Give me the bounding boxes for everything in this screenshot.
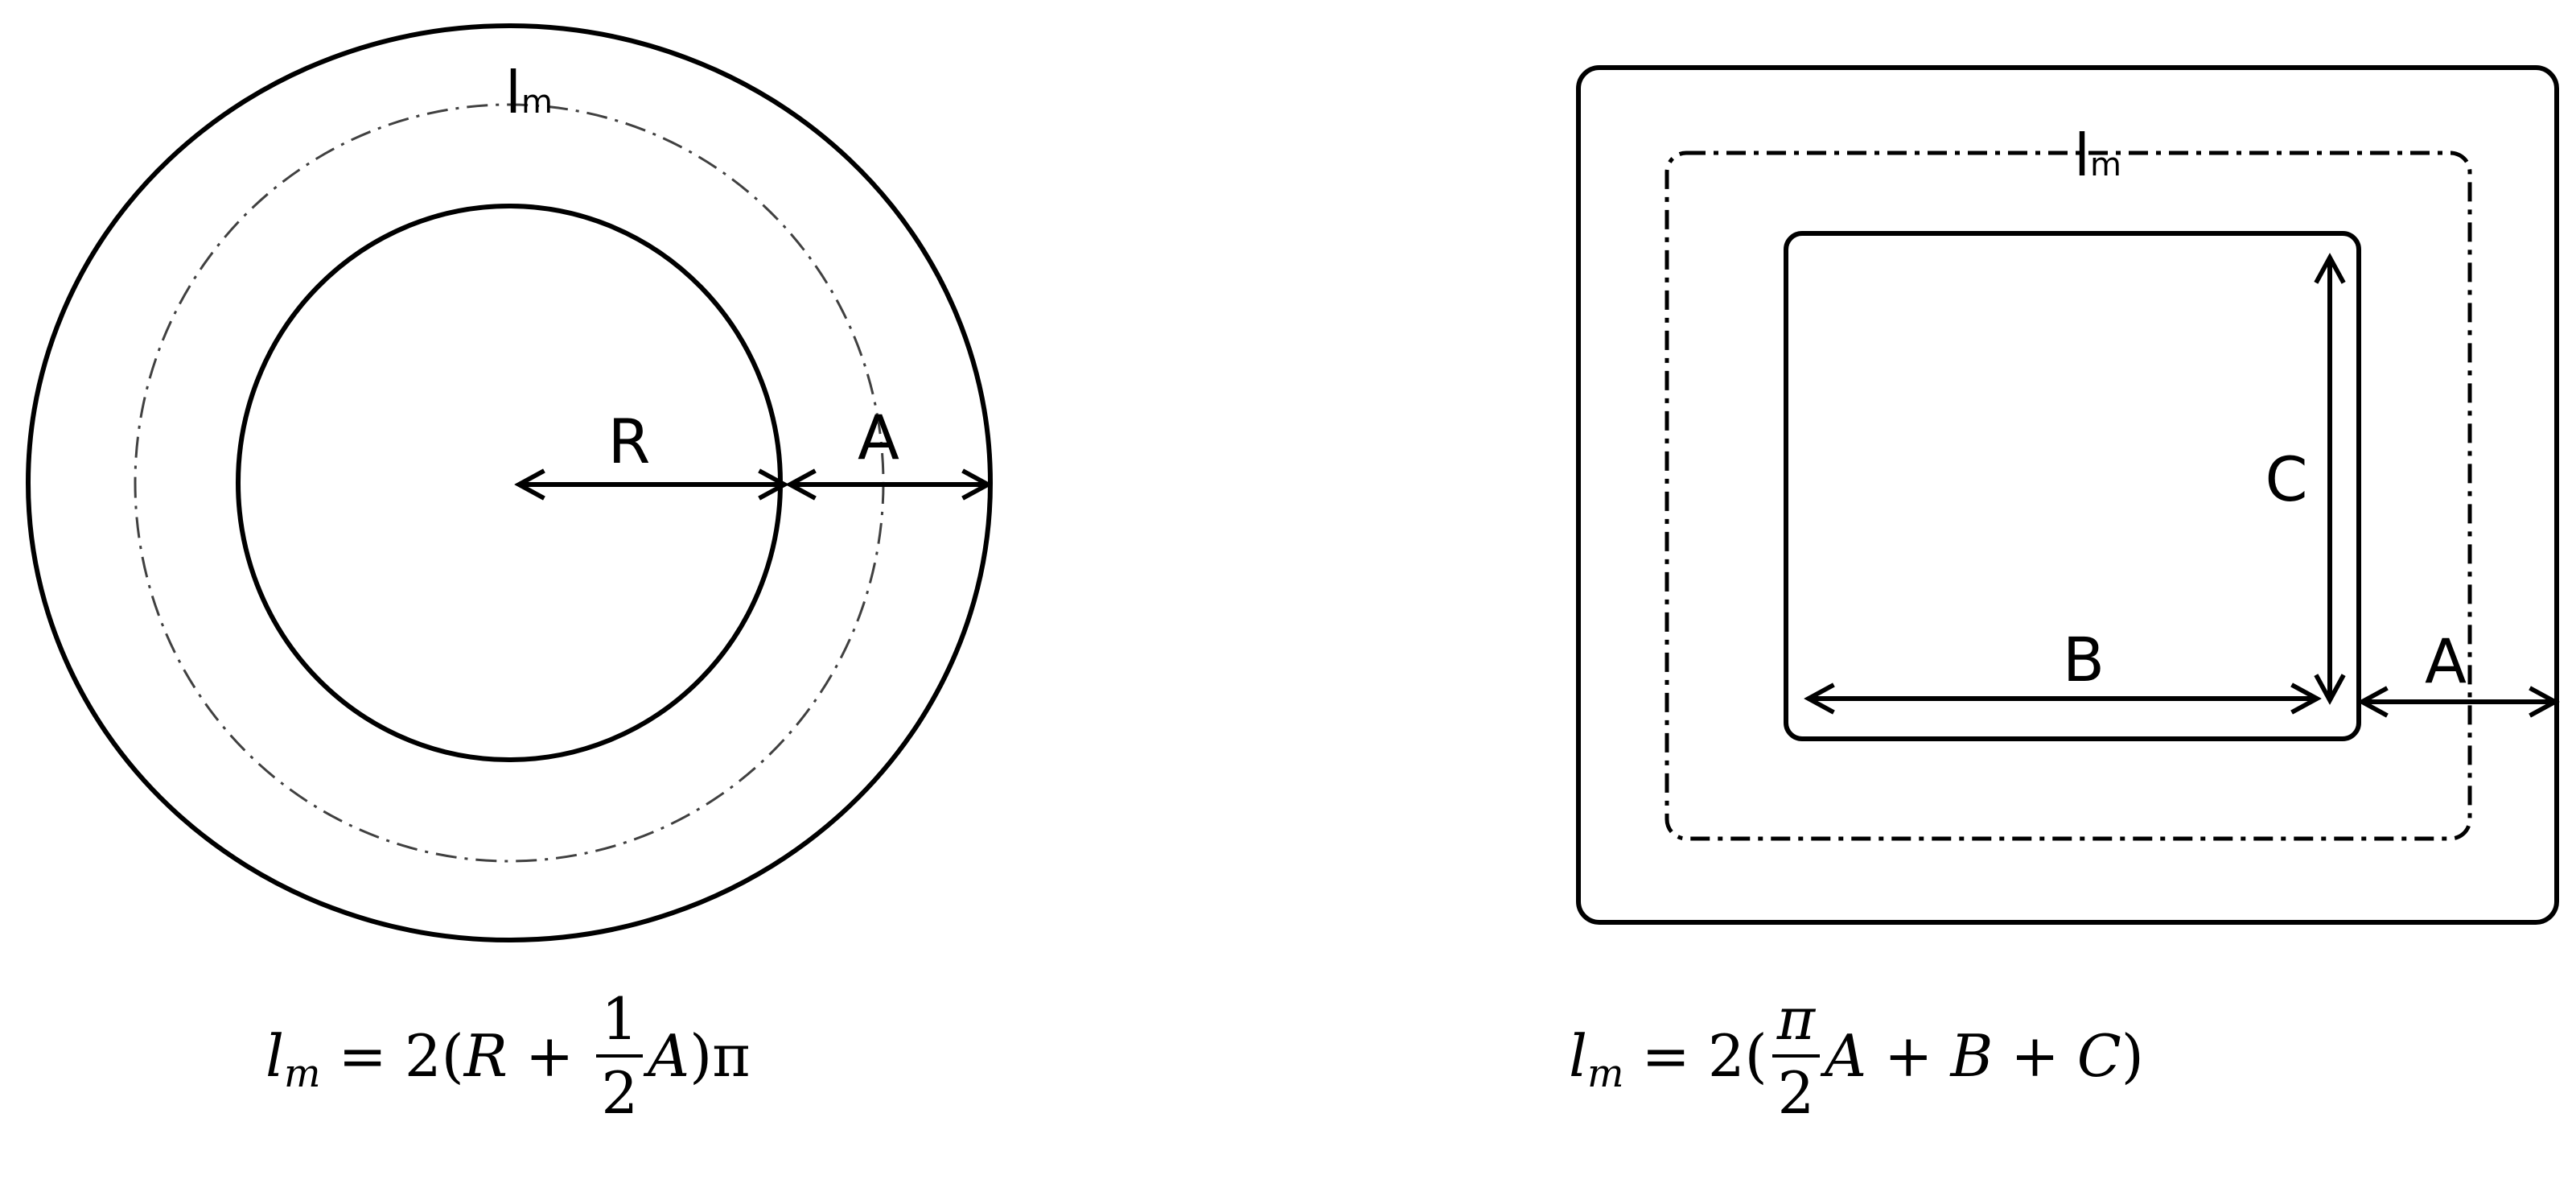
formula-equals: = bbox=[338, 1022, 387, 1090]
formula-A: A bbox=[1825, 1022, 1867, 1090]
formula-A: A bbox=[648, 1022, 690, 1090]
formula-plus-2: + bbox=[2010, 1022, 2060, 1090]
fraction-numerator: 1 bbox=[596, 990, 644, 1058]
formula-lhs: l bbox=[1569, 1022, 1588, 1090]
label-R: R bbox=[608, 406, 651, 477]
inner-rectangle bbox=[1784, 231, 2361, 741]
fraction-denominator: 2 bbox=[601, 1059, 639, 1127]
label-C: C bbox=[2265, 443, 2307, 515]
mean-length-label: lm bbox=[505, 59, 553, 126]
fraction-denominator: 2 bbox=[1777, 1059, 1815, 1127]
formula-lhs-subscript: m bbox=[284, 1051, 321, 1096]
formula-R: R bbox=[463, 1022, 508, 1090]
formula-C: C bbox=[2076, 1022, 2121, 1090]
mean-length-label: lm bbox=[2074, 122, 2121, 189]
formula-B: B bbox=[1950, 1022, 1994, 1090]
formula-close: ) bbox=[2121, 1022, 2144, 1090]
formula-lhs-subscript: m bbox=[1587, 1051, 1624, 1096]
rectangular-core-diagram: C B A lm bbox=[1576, 65, 2559, 925]
formula-fraction: π 2 bbox=[1772, 990, 1821, 1127]
formula-lhs: l bbox=[265, 1022, 285, 1090]
label-A: A bbox=[2425, 625, 2467, 697]
label-A: A bbox=[858, 402, 899, 473]
formula-plus-1: + bbox=[1884, 1022, 1933, 1090]
mean-path-rectangle bbox=[1665, 151, 2472, 841]
fraction-numerator: π bbox=[1772, 990, 1821, 1058]
circular-core-diagram: R A lm bbox=[26, 23, 993, 942]
formula-equals: = bbox=[1641, 1022, 1690, 1090]
formula-plus: + bbox=[525, 1022, 574, 1090]
outer-rectangle bbox=[1576, 65, 2559, 925]
formula-coefficient: 2( bbox=[404, 1022, 464, 1090]
formula-close: )π bbox=[689, 1022, 751, 1090]
formula-fraction: 1 2 bbox=[596, 990, 644, 1127]
formula-coefficient: 2( bbox=[1707, 1022, 1767, 1090]
label-B: B bbox=[2063, 624, 2105, 695]
